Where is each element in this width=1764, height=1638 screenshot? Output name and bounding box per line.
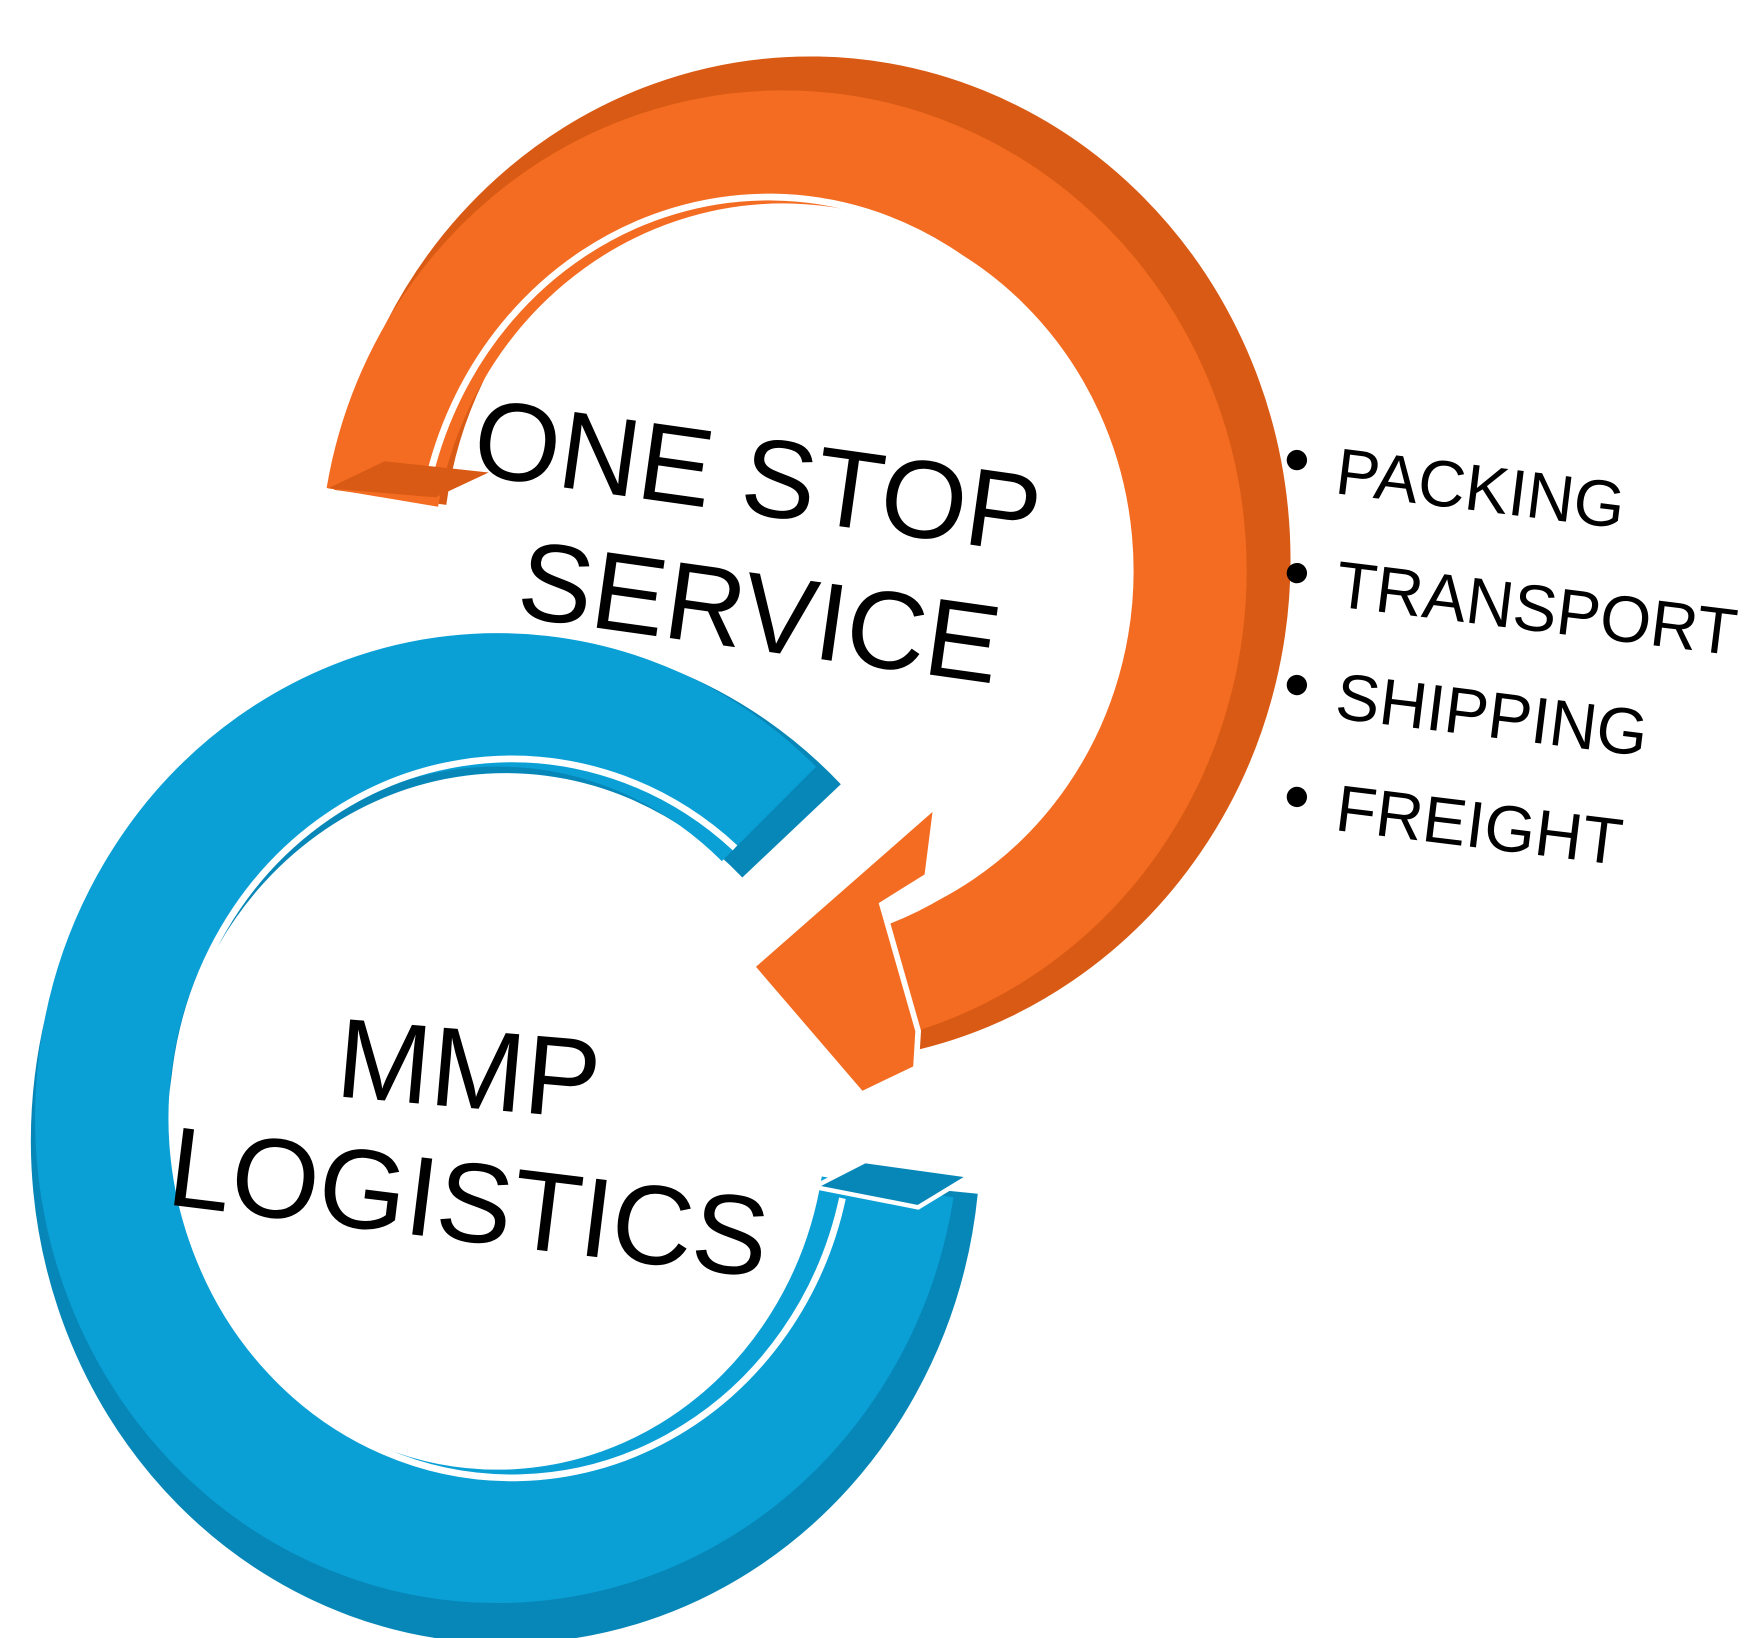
blue-ring	[30, 633, 978, 1638]
arrowhead	[748, 797, 941, 1098]
blue-ring-face	[35, 633, 954, 1604]
blue-ring-end-cap	[807, 1158, 977, 1210]
orange-arrow-face	[326, 90, 1247, 1039]
brand-line2: LOGISTICS	[162, 1103, 776, 1302]
services-list: PACKING TRANSPORT SHIPPING FREIGHT	[1286, 435, 1741, 879]
service-item: SHIPPING	[1286, 659, 1652, 770]
bullet-icon	[1286, 786, 1308, 808]
service-item: FREIGHT	[1286, 771, 1627, 879]
service-label: TRANSPORT	[1332, 548, 1741, 670]
orange-tail-cap	[328, 461, 489, 498]
bullet-icon	[1286, 562, 1308, 584]
bullet-icon	[1286, 674, 1308, 696]
service-label: SHIPPING	[1332, 659, 1652, 770]
service-item: PACKING	[1286, 435, 1629, 543]
blue-ring-highlight	[169, 755, 846, 1482]
bullet-icon	[1286, 449, 1308, 471]
brand-line1: MMP	[332, 995, 606, 1144]
service-label: FREIGHT	[1332, 771, 1626, 879]
service-label: PACKING	[1332, 435, 1629, 543]
service-item: TRANSPORT	[1286, 548, 1741, 670]
orange-arrow	[326, 56, 1291, 1098]
orange-arrow-highlight	[426, 193, 1123, 931]
